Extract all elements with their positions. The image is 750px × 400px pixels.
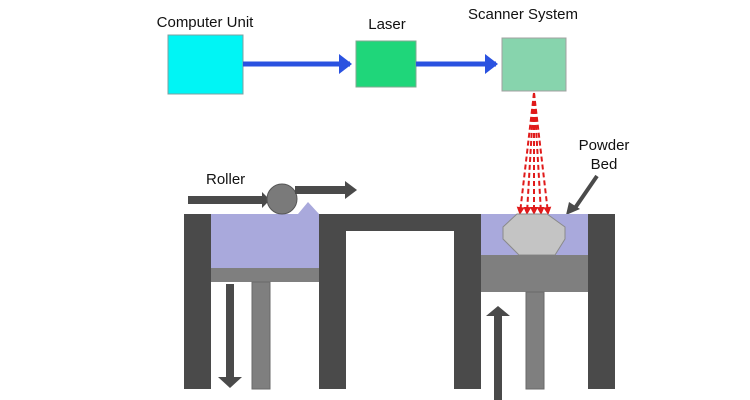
- scanner-system-label: Scanner System: [468, 6, 578, 23]
- feed-piston-platform: [211, 268, 319, 282]
- roller: [266, 183, 298, 215]
- sintered-part: [502, 213, 566, 256]
- laser-beam: [533, 92, 545, 215]
- spread-powder-heap: [298, 202, 319, 214]
- build-piston-rod: [525, 291, 545, 390]
- feed-powder: [211, 214, 319, 268]
- laser-beam: [516, 92, 535, 215]
- powder-bed-label-line2: Bed: [591, 156, 618, 173]
- powder-bed-pointer-arrow: [566, 174, 599, 215]
- laser-label: Laser: [368, 16, 406, 33]
- build-chamber-right-wall: [588, 214, 615, 389]
- roller-label: Roller: [206, 171, 245, 188]
- computer-unit-box: [167, 34, 244, 95]
- laser-beams: [516, 92, 552, 215]
- build-piston-up-arrow: [486, 306, 510, 400]
- laser-beam: [523, 92, 535, 215]
- feed-piston-down-arrow: [218, 284, 242, 388]
- middle-frame: [319, 214, 481, 389]
- powder-bed-label-line1: Powder: [579, 137, 630, 154]
- feed-piston-rod: [251, 281, 271, 390]
- laser-box: [355, 40, 417, 88]
- build-piston-platform: [481, 255, 588, 292]
- laser-beam: [533, 92, 552, 215]
- feed-chamber-left-wall: [184, 214, 211, 389]
- roller-push-arrow: [188, 192, 270, 208]
- roller-direction-arrow: [295, 181, 357, 199]
- scanner-system-box: [501, 37, 567, 92]
- computer-unit-label: Computer Unit: [157, 14, 255, 31]
